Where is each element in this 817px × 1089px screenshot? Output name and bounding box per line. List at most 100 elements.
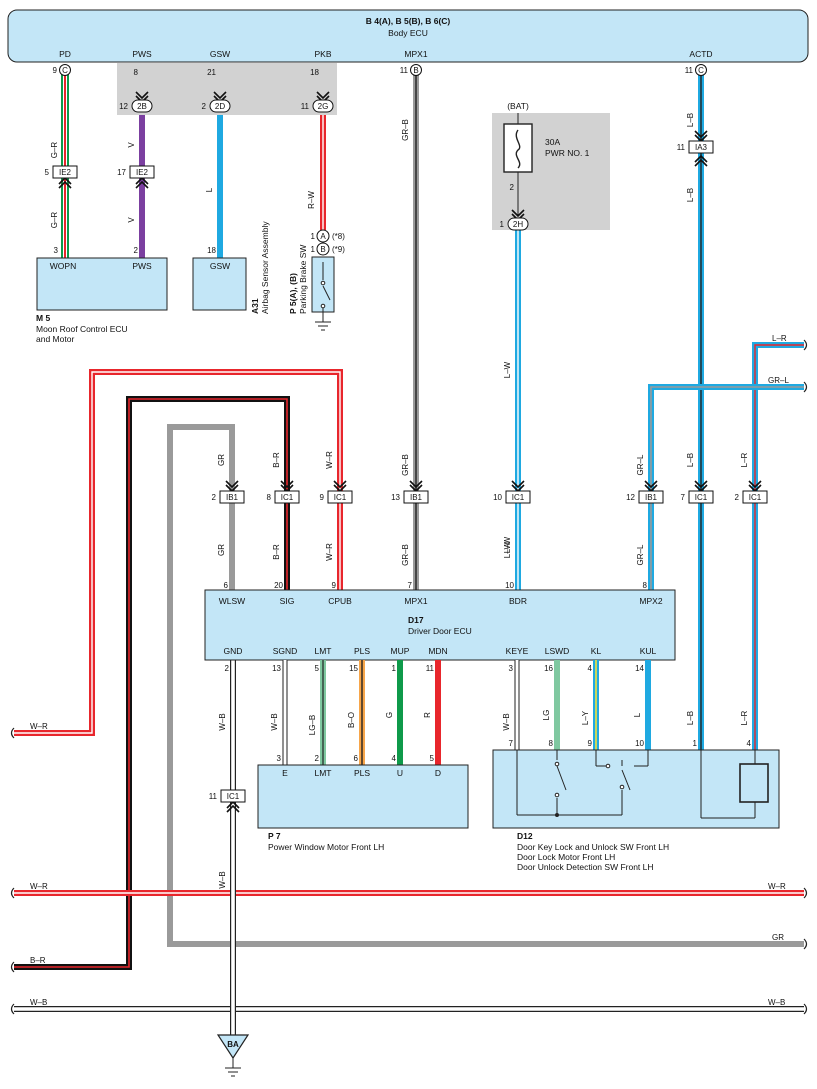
wire-gr-l	[648, 384, 804, 590]
pin-label: 8	[134, 68, 139, 77]
terminal-gsw: GSW	[210, 49, 230, 59]
connector-letter: C	[62, 66, 68, 75]
body-ecu-name: Body ECU	[388, 28, 428, 38]
driver-door-terminal: WLSW	[219, 596, 245, 606]
wire-code-label: B–R	[30, 956, 46, 965]
wire-code-label: GR	[772, 933, 784, 942]
moon-roof-code: M 5	[36, 313, 50, 323]
chevron-down-icon	[511, 480, 525, 489]
wire-code-label: L–W	[503, 536, 512, 553]
chevron-down-icon	[316, 91, 330, 100]
wire-code-label: GR–B	[401, 119, 410, 141]
wire-code-label: G	[385, 712, 394, 718]
note-b: (*9)	[332, 245, 345, 254]
pin-label: 9	[588, 739, 593, 748]
wire-gr	[167, 424, 804, 947]
wire-code-label: L–B	[686, 711, 695, 725]
pin-label: 6	[354, 754, 359, 763]
power-window-terminal: LMT	[315, 768, 332, 778]
pin-label: 8	[267, 493, 272, 502]
airbag-terminal-gsw: GSW	[210, 261, 230, 271]
connector-ie2	[129, 165, 155, 179]
driver-door-terminal: KL	[591, 646, 602, 656]
pin-label: 2	[225, 664, 230, 673]
wire-code-label: GR–L	[636, 454, 645, 475]
terminal-mpx1: MPX1	[404, 49, 427, 59]
pin-label: 2	[315, 754, 320, 763]
connector-pd	[59, 64, 71, 76]
moon-roof-name-2: and Motor	[36, 334, 74, 344]
wire-code-label: W–R	[30, 882, 48, 891]
driver-door-ecu	[204, 589, 676, 661]
connector-id: 2D	[215, 102, 225, 111]
door-lock-assembly	[492, 749, 780, 829]
switch-node	[619, 784, 625, 790]
wire-code-label: GR	[217, 454, 226, 466]
driver-door-terminal: BDR	[509, 596, 527, 606]
connector-id: IA3	[695, 143, 708, 152]
wire-code-label: W–B	[270, 713, 279, 730]
wire-code-label: W–B	[218, 871, 227, 888]
wire-code-label: GR–B	[401, 454, 410, 476]
body-ecu	[7, 9, 809, 63]
pin-label: 2	[202, 102, 207, 111]
moon-roof-name: Moon Roof Control ECU	[36, 324, 128, 334]
connector-b-letter: B	[320, 245, 325, 254]
fuse-element	[515, 129, 521, 169]
chevron-down-icon	[333, 480, 347, 489]
chevron-down-icon	[694, 480, 708, 489]
connector-id: IC1	[749, 493, 762, 502]
ground-label: BA	[227, 1040, 239, 1049]
wire-code-label: GR–L	[768, 376, 789, 385]
pin-label: 3	[509, 664, 514, 673]
pin-label: 5	[430, 754, 435, 763]
power-window-code: P 7	[268, 831, 281, 841]
chevron-up-icon	[58, 180, 72, 189]
fuse-icon	[503, 123, 533, 173]
door-lock-name-3: Door Unlock Detection SW Front LH	[517, 862, 654, 872]
terminal-pws: PWS	[132, 49, 152, 59]
wire-code-label: L–R	[772, 334, 787, 343]
driver-door-terminal: MDN	[428, 646, 447, 656]
driver-door-terminal: CPUB	[328, 596, 352, 606]
airbag-name: Airbag Sensor Assembly	[260, 221, 270, 314]
connector-ib1	[403, 490, 429, 504]
connector-ia3	[688, 140, 714, 154]
wire-code-label: B–O	[347, 712, 356, 728]
terminal-pd: PD	[59, 49, 71, 59]
wire-code-label: R	[423, 712, 432, 718]
connector-letter: B	[413, 66, 418, 75]
chevron-up-icon	[226, 804, 240, 813]
connector-id: 2G	[318, 102, 329, 111]
door-lock-internal-circuit	[516, 750, 756, 819]
power-window-terminal: E	[282, 768, 288, 778]
pin-label: 11	[209, 792, 218, 801]
pin-label: 7	[509, 739, 514, 748]
pin-label: 12	[119, 102, 128, 111]
moon-roof-ecu	[36, 257, 168, 311]
connector-a-letter: A	[320, 232, 326, 241]
parking-brake-code: P 5(A), (B)	[288, 273, 298, 314]
wire-code-label: V	[127, 142, 136, 148]
connector-ie2	[52, 165, 78, 179]
fuse-name: PWR NO. 1	[545, 148, 590, 158]
pin-label: 11	[400, 66, 409, 75]
connector-ib1	[219, 490, 245, 504]
chevron-up-icon	[135, 180, 149, 189]
power-window-name: Power Window Motor Front LH	[268, 842, 384, 852]
wire-code-label: W–B	[768, 998, 785, 1007]
switch-node	[554, 792, 560, 798]
wire-g-r	[61, 72, 69, 258]
connector-id: 2H	[513, 220, 523, 229]
switch-node	[554, 761, 560, 767]
driver-door-terminal: KEYE	[506, 646, 529, 656]
connector-id: IC1	[512, 493, 525, 502]
driver-door-terminal: KUL	[640, 646, 657, 656]
wire-l-r	[752, 342, 804, 818]
connector-id: IE2	[59, 168, 72, 177]
wire-code-label: B–R	[272, 544, 281, 560]
wire-code-label: L–W	[503, 361, 512, 378]
chevron-up-icon	[694, 158, 708, 167]
